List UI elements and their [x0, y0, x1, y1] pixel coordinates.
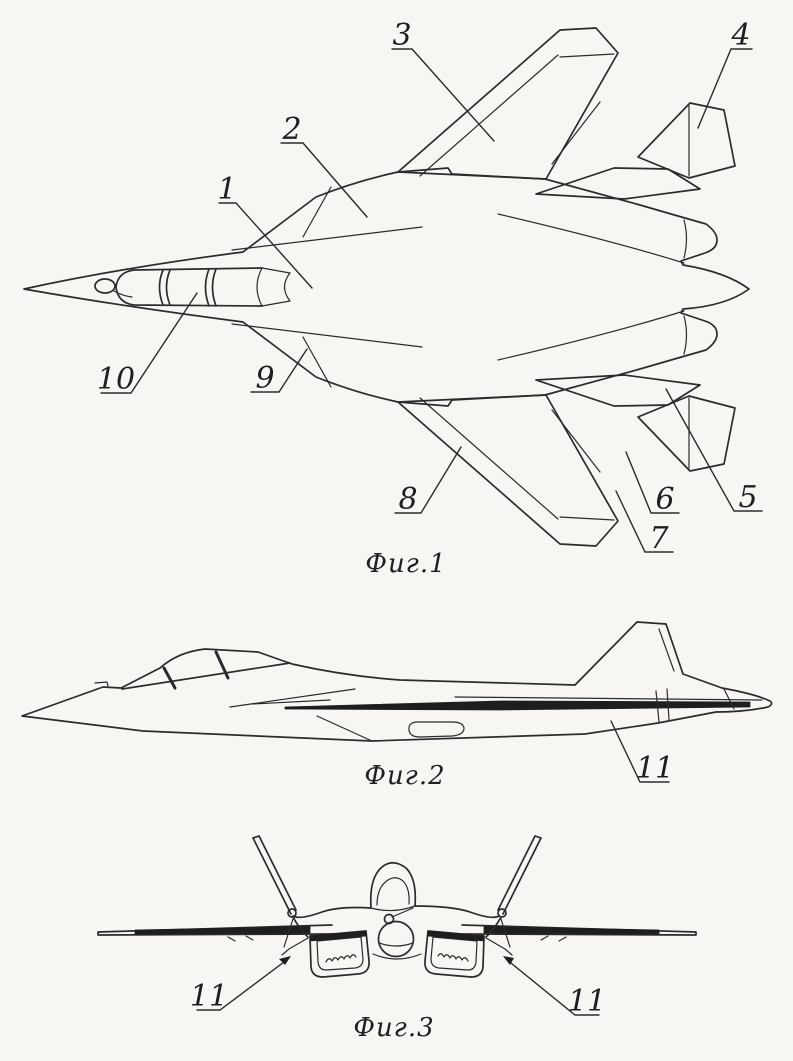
fig2-wing-edge [284, 700, 751, 711]
fig1-leader-6 [625, 451, 680, 514]
fig3-left-wing [97, 924, 333, 942]
callout-4-label: 4 [730, 18, 750, 53]
fig2-side-view: 11 Фиг.2 [21, 621, 773, 791]
callout-7-label: 7 [649, 521, 669, 556]
callout-8-label: 8 [398, 482, 417, 517]
fig2-fuselage-outline [21, 621, 773, 742]
fig2-canopy-frames [162, 650, 230, 690]
fig2-canopy-sill [121, 662, 291, 690]
fig1-left-wing [397, 394, 619, 547]
fig2-caption: Фиг.2 [364, 761, 445, 791]
fig3-left-fin [252, 835, 297, 918]
callout-10-label: 10 [97, 362, 135, 397]
fig2-callouts: 11 [610, 720, 674, 786]
fig3-right-fin [497, 835, 542, 918]
callout-5-label: 5 [738, 480, 757, 515]
fig3-arrowhead-left [279, 956, 291, 965]
callout-6-label: 6 [655, 482, 674, 517]
fig1-leader-10 [100, 292, 198, 394]
fig3-arrowhead-right [503, 956, 514, 965]
fig3-canopy [369, 861, 417, 925]
fig2-chine-lines [229, 688, 356, 708]
fig1-leader-1 [218, 202, 313, 289]
fig2-nacelle-inner [408, 721, 465, 738]
fig3-callout-11-right-label: 11 [568, 984, 606, 1019]
fig3-radome-chord [378, 942, 414, 947]
fig2-airframe [21, 621, 773, 742]
fig2-intake-lip [316, 715, 373, 742]
fig1-right-stabilator [535, 167, 701, 200]
fig1-left-stabilator [535, 374, 701, 407]
fig3-shoulders [292, 905, 502, 938]
fig2-nozzle-edges [655, 688, 735, 723]
fig1-leader-5 [665, 388, 763, 512]
callout-2-label: 2 [281, 112, 301, 147]
fig3-caption: Фиг.3 [353, 1013, 434, 1043]
fig3-nacelle-edges [281, 918, 513, 960]
fig2-leader-11 [610, 720, 670, 783]
fig1-leader-4 [697, 48, 753, 129]
fig1-left-fin [637, 395, 736, 472]
fig1-leader-3 [391, 48, 495, 142]
fig3-leader-11-right [505, 958, 600, 1016]
fig1-callouts: 1 2 3 4 10 9 8 7 6 5 [97, 18, 763, 556]
fig1-leader-7 [615, 490, 674, 553]
fig3-radome [377, 920, 415, 958]
fig2-stabilator-edge [454, 696, 763, 701]
fig1-leader-8 [394, 446, 462, 514]
fig3-left-intake [309, 930, 370, 978]
fig3-leader-11-left [196, 958, 289, 1011]
fig3-front-view: 11 11 Фиг.3 [97, 835, 697, 1043]
fig1-canopy [94, 267, 291, 307]
fig1-right-wing [397, 27, 619, 180]
fig2-pitot [94, 681, 109, 687]
fig3-right-intake [424, 930, 485, 978]
fig3-callouts: 11 11 [190, 956, 606, 1019]
callout-9-label: 9 [255, 361, 274, 396]
fig1-airframe [23, 27, 750, 547]
callout-1-label: 1 [217, 172, 236, 207]
fig1-top-view: 1 2 3 4 10 9 8 7 6 5 Фиг.1 [23, 18, 763, 579]
fig1-right-fin [637, 102, 736, 179]
fig1-leader-2 [280, 142, 368, 218]
fig1-caption: Фиг.1 [365, 549, 446, 579]
fig2-fin-rudder-line [658, 628, 675, 672]
fig1-fuselage-outline [23, 167, 750, 407]
fig1-irst-ball [94, 278, 116, 294]
fig2-callout-11-label: 11 [636, 751, 674, 786]
fig1-body-lines [231, 186, 423, 388]
fig3-right-wing [461, 924, 697, 942]
callout-3-label: 3 [392, 18, 411, 53]
fig3-airframe [97, 835, 697, 978]
fig1-leader-9 [250, 348, 308, 393]
fig1-rear-deck-lines [497, 213, 688, 361]
fig3-callout-11-left-label: 11 [190, 979, 228, 1014]
